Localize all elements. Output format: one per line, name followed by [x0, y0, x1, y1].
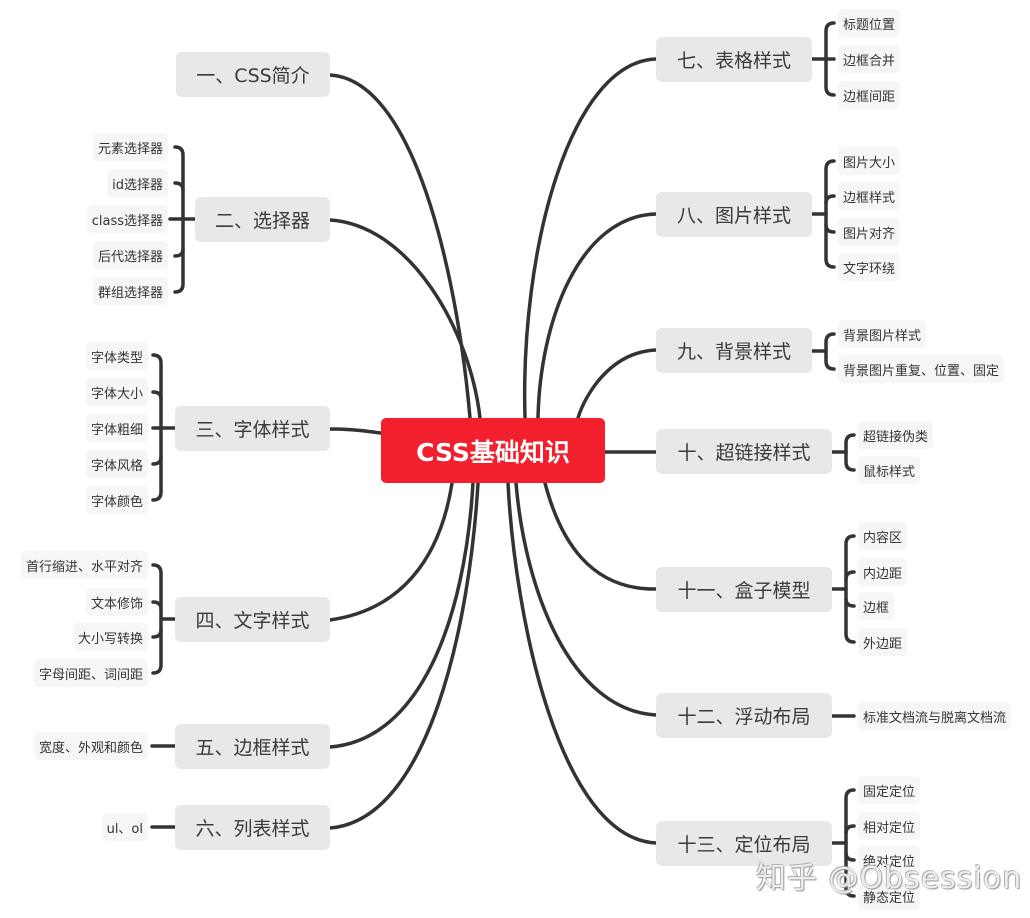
branch-text-style[interactable]: 四、文字样式	[175, 597, 330, 642]
leaf-margin[interactable]: 外边距	[858, 628, 908, 656]
leaf-normal-flow-vs-out-of-flow[interactable]: 标准文档流与脱离文档流	[858, 702, 1012, 730]
leaf-font-style[interactable]: 字体风格	[85, 450, 148, 478]
leaf-static-position[interactable]: 静态定位	[858, 882, 921, 910]
leaf-border-width-style-color[interactable]: 宽度、外观和颜色	[33, 732, 148, 760]
branch-image-style[interactable]: 八、图片样式	[656, 192, 812, 237]
branch-box-model[interactable]: 十一、盒子模型	[656, 567, 832, 612]
leaf-relative-position[interactable]: 相对定位	[858, 812, 921, 840]
leaf-border-collapse[interactable]: 边框合并	[838, 45, 901, 73]
leaf-cursor-style[interactable]: 鼠标样式	[858, 456, 921, 484]
leaf-font-size[interactable]: 字体大小	[85, 378, 148, 406]
leaf-font-weight[interactable]: 字体粗细	[85, 414, 148, 442]
leaf-text-transform[interactable]: 大小写转换	[72, 623, 148, 651]
branch-table-style[interactable]: 七、表格样式	[656, 37, 812, 82]
leaf-text-wrap[interactable]: 文字环绕	[838, 253, 901, 281]
branch-position-layout[interactable]: 十三、定位布局	[656, 821, 832, 866]
leaf-id-selector[interactable]: id选择器	[107, 169, 168, 197]
branch-border-style[interactable]: 五、边框样式	[175, 724, 330, 769]
leaf-background-repeat-position-attachment[interactable]: 背景图片重复、位置、固定	[838, 355, 1005, 383]
leaf-element-selector[interactable]: 元素选择器	[92, 133, 168, 161]
watermark: 知乎 @Obsession	[756, 861, 1023, 896]
branch-background-style[interactable]: 九、背景样式	[656, 328, 812, 373]
leaf-absolute-position[interactable]: 绝对定位	[858, 846, 921, 874]
leaf-image-size[interactable]: 图片大小	[838, 147, 901, 175]
leaf-text-decoration[interactable]: 文本修饰	[85, 588, 148, 616]
leaf-letter-word-spacing[interactable]: 字母间距、词间距	[33, 659, 148, 687]
branch-selectors[interactable]: 二、选择器	[195, 197, 330, 242]
leaf-border[interactable]: 边框	[858, 592, 895, 620]
leaf-image-align[interactable]: 图片对齐	[838, 218, 901, 246]
leaf-content-area[interactable]: 内容区	[858, 522, 908, 550]
leaf-descendant-selector[interactable]: 后代选择器	[92, 241, 168, 269]
leaf-fixed-position[interactable]: 固定定位	[858, 776, 921, 804]
branch-css-intro[interactable]: 一、CSS简介	[176, 52, 330, 97]
leaf-background-image[interactable]: 背景图片样式	[838, 320, 927, 348]
leaf-text-indent-align[interactable]: 首行缩进、水平对齐	[20, 551, 148, 579]
leaf-ul-ol[interactable]: ul、ol	[101, 813, 148, 841]
branch-list-style[interactable]: 六、列表样式	[175, 805, 330, 850]
leaf-font-family[interactable]: 字体类型	[85, 342, 148, 370]
central-topic[interactable]: CSS基础知识	[381, 418, 605, 483]
leaf-group-selector[interactable]: 群组选择器	[92, 277, 168, 305]
leaf-image-border[interactable]: 边框样式	[838, 182, 901, 210]
leaf-caption-side[interactable]: 标题位置	[838, 9, 901, 37]
leaf-link-pseudo-class[interactable]: 超链接伪类	[858, 421, 934, 449]
leaf-font-color[interactable]: 字体颜色	[85, 486, 148, 514]
branch-float-layout[interactable]: 十二、浮动布局	[656, 693, 832, 738]
branch-font-style[interactable]: 三、字体样式	[175, 406, 330, 451]
leaf-border-spacing[interactable]: 边框间距	[838, 81, 901, 109]
leaf-padding[interactable]: 内边距	[858, 558, 908, 586]
branch-hyperlink-style[interactable]: 十、超链接样式	[656, 429, 832, 474]
leaf-class-selector[interactable]: class选择器	[86, 205, 168, 233]
